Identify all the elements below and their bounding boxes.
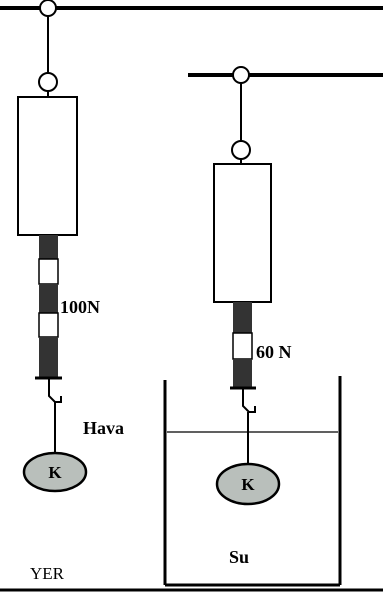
scale-segment [39, 235, 58, 259]
object-k [22, 451, 88, 493]
object-k [215, 462, 281, 506]
scale-segment [233, 302, 252, 333]
scale-segment [38, 312, 59, 338]
hook [242, 389, 256, 413]
object-k-label: K [241, 475, 255, 494]
reading-water: 60 N [256, 342, 292, 362]
top-ring [39, 0, 57, 17]
scale-segment [233, 359, 252, 387]
scale-segment [38, 258, 59, 285]
hook [48, 379, 62, 403]
scale-segment [39, 337, 58, 377]
scale-segment [39, 284, 58, 313]
dynamometer-air: K 100N [17, 0, 100, 493]
water-container [163, 376, 342, 587]
hook-ring [231, 140, 251, 160]
dynamometer-water: K 60 N [213, 66, 292, 506]
medium-air-label: Hava [83, 418, 124, 438]
top-ring [232, 66, 250, 84]
medium-water-label: Su [229, 547, 249, 567]
ground-label: YER [30, 564, 65, 583]
dynamometer-body [17, 96, 78, 236]
reading-air: 100N [60, 297, 100, 317]
hook-ring [38, 72, 58, 92]
scale-segment [232, 332, 253, 360]
dynamometer-body [213, 163, 272, 303]
object-k-label: K [48, 463, 62, 482]
